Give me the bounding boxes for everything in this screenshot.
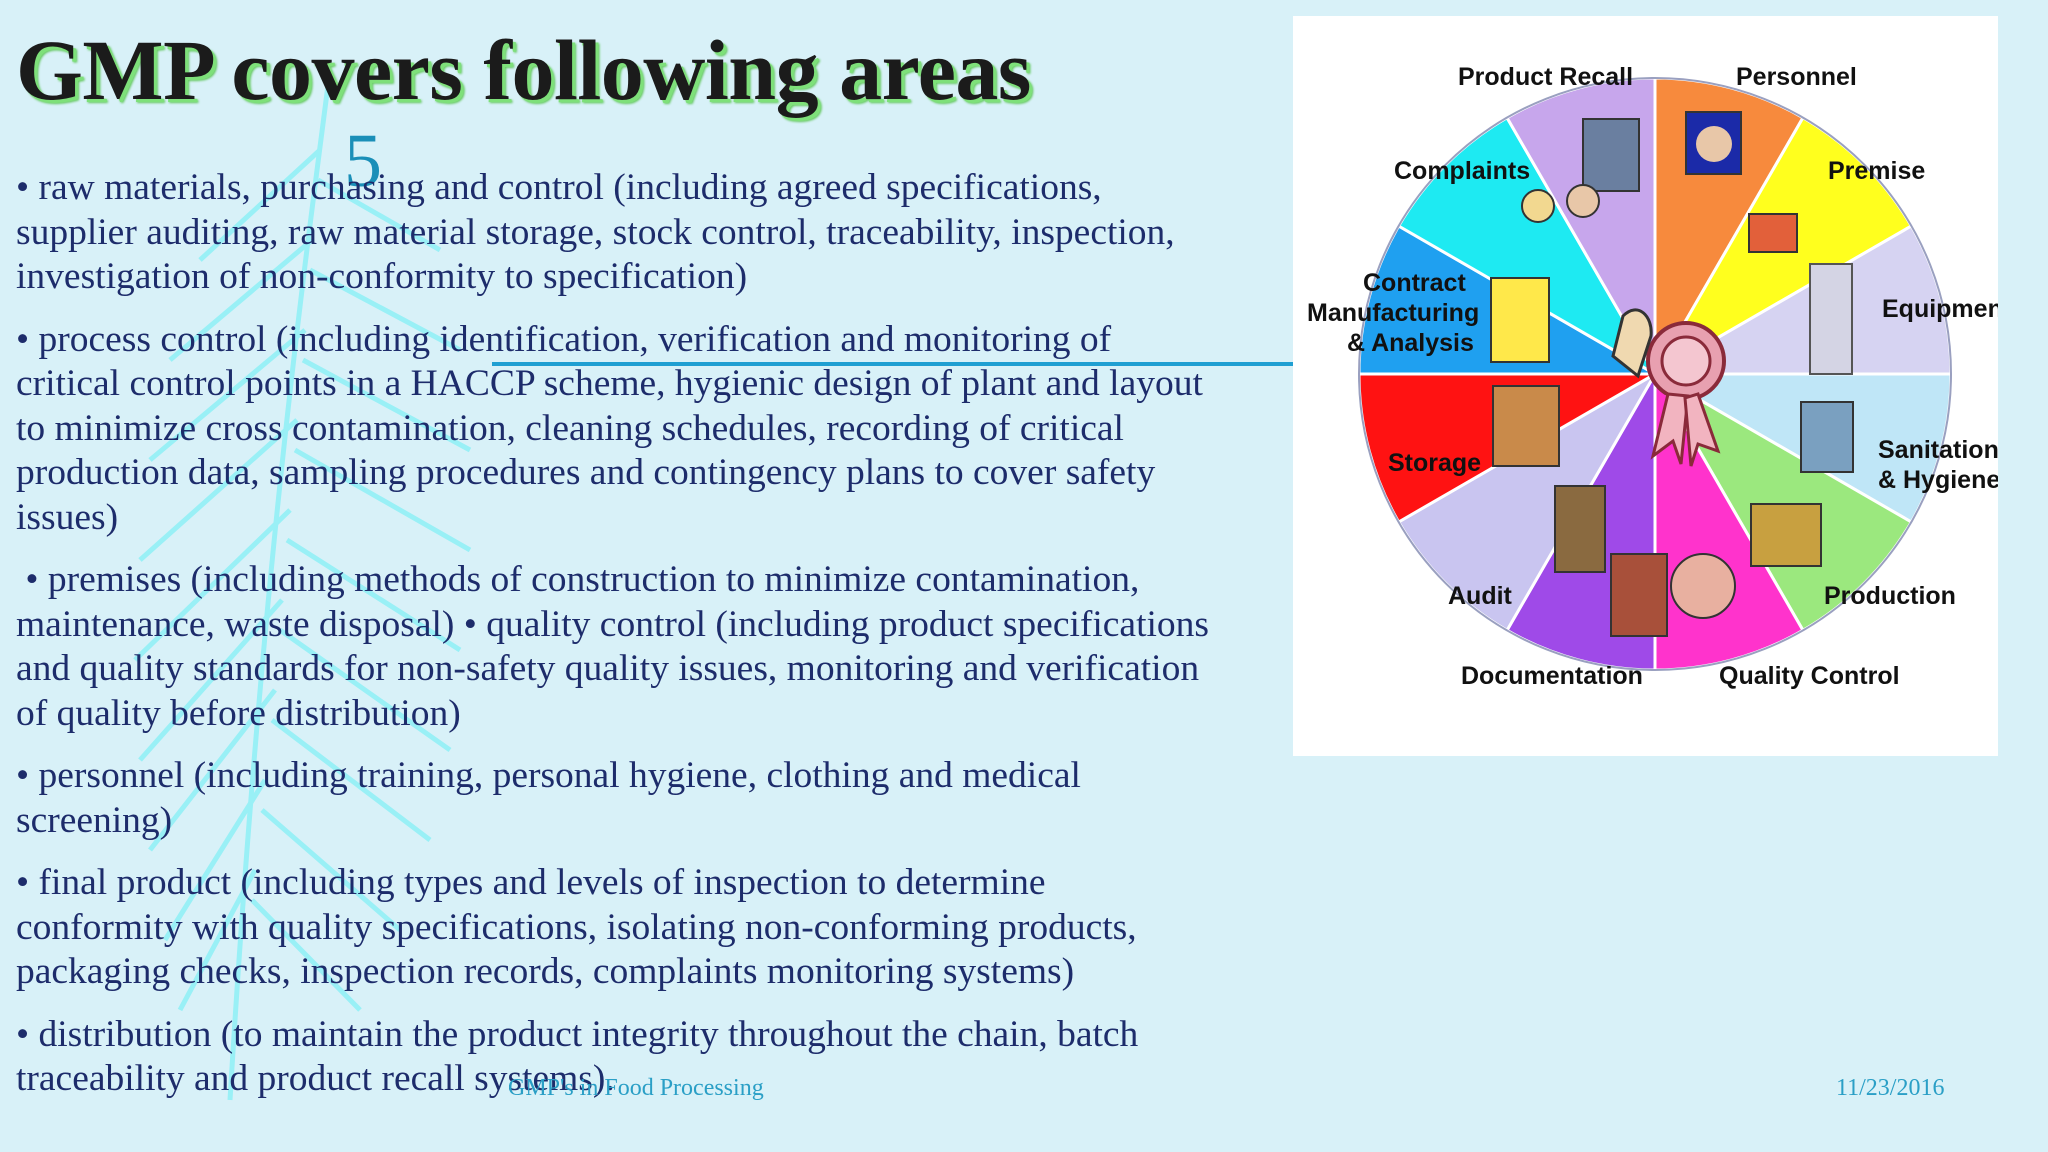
bullet-line: conformity with quality specifications, … — [16, 906, 1137, 948]
bullet-personnel: • personnel (including training, persona… — [16, 754, 1296, 843]
footer-title: GMP's in Food Processing — [508, 1075, 764, 1101]
production-icon — [1750, 503, 1822, 567]
audit-icon — [1554, 485, 1606, 573]
label-storage: Storage — [1388, 449, 1481, 477]
slide-title: GMP covers following areas — [16, 22, 1031, 118]
bullet-line: screening) — [16, 799, 173, 841]
bullet-line: production data, sampling procedures and… — [16, 452, 1156, 493]
bullet-line: investigation of non-conformity to speci… — [16, 256, 748, 297]
complaints-person-icon — [1521, 189, 1555, 223]
bullet-list: • raw materials, purchasing and control … — [16, 166, 1296, 1120]
bullet-line: traceability and product recall systems)… — [16, 1058, 615, 1099]
bullet-line: • premises (including methods of constru… — [16, 559, 1140, 600]
label-equipment: Equipment — [1882, 295, 1998, 323]
bullet-distribution: • distribution (to maintain the product … — [16, 1013, 1296, 1102]
label-premise: Premise — [1828, 157, 1925, 185]
label-complaints: Complaints — [1394, 157, 1530, 185]
personnel-face-icon — [1696, 126, 1732, 162]
gmp-wheel-svg: Product Recall Personnel Complaints Prem… — [1307, 63, 1998, 690]
label-production: Production — [1824, 582, 1956, 610]
bullet-premises: • premises (including methods of constru… — [16, 558, 1296, 736]
quality-control-icon — [1670, 553, 1736, 619]
complaints-person-icon — [1566, 184, 1600, 218]
bullet-line: supplier auditing, raw material storage,… — [16, 211, 1175, 253]
accent-line — [492, 362, 1294, 366]
premise-icon — [1748, 213, 1798, 253]
footer-date: 11/23/2016 — [1836, 1075, 1945, 1101]
bullet-line: • process control (including identificat… — [16, 318, 1112, 360]
bullet-line: critical control points in a HACCP schem… — [16, 363, 1203, 404]
bullet-line: of quality before distribution) — [16, 692, 461, 734]
sanitation-icon — [1800, 401, 1854, 473]
recall-icon — [1582, 118, 1640, 192]
label-sanitation-1: Sanitation — [1878, 436, 1998, 464]
label-contract-2: Manufacturing — [1307, 299, 1479, 327]
bullet-line: to minimize cross contamination, cleanin… — [16, 407, 1124, 449]
documentation-icon — [1610, 553, 1668, 637]
bullet-line: packaging checks, inspection records, co… — [16, 951, 1075, 992]
gmp-wheel-diagram: Product Recall Personnel Complaints Prem… — [1293, 16, 1998, 756]
bullet-line: • raw materials, purchasing and control … — [16, 167, 1102, 208]
bullet-raw-materials: • raw materials, purchasing and control … — [16, 166, 1296, 300]
label-sanitation-2: & Hygiene — [1878, 466, 1998, 494]
storage-icon — [1492, 385, 1560, 467]
slide-number: 5 — [344, 119, 382, 203]
bullet-line: • distribution (to maintain the product … — [16, 1013, 1139, 1055]
label-contract-1: Contract — [1363, 269, 1466, 297]
label-contract-3: & Analysis — [1347, 329, 1474, 357]
label-documentation: Documentation — [1461, 662, 1643, 690]
bullet-line: maintenance, waste disposal) • quality c… — [16, 603, 1210, 645]
bullet-line: and quality standards for non-safety qua… — [16, 648, 1200, 689]
bullet-line: • personnel (including training, persona… — [16, 755, 1081, 796]
wheel-outline — [1358, 77, 1952, 671]
center-rosette-icon — [1611, 308, 1726, 467]
equipment-icon — [1809, 263, 1853, 375]
contract-document-icon — [1490, 277, 1550, 363]
bullet-final-product: • final product (including types and lev… — [16, 861, 1296, 995]
bullet-line: issues) — [16, 496, 119, 538]
bullet-line: • final product (including types and lev… — [16, 862, 1046, 903]
label-product-recall: Product Recall — [1458, 63, 1633, 91]
bullet-process-control: • process control (including identificat… — [16, 318, 1296, 541]
label-quality-control: Quality Control — [1719, 662, 1900, 690]
label-audit: Audit — [1448, 582, 1513, 610]
label-personnel: Personnel — [1736, 63, 1857, 91]
